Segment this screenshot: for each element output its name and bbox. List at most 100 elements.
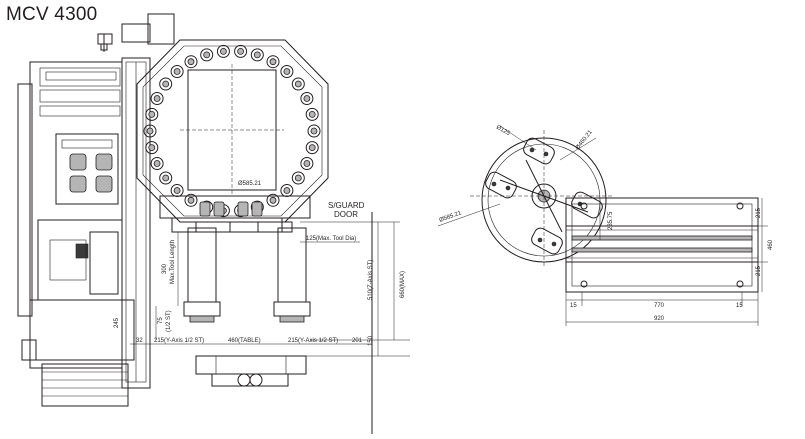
z-stroke-label: 510(Z-Axis ST) bbox=[368, 260, 374, 300]
tool-pocket-core bbox=[308, 144, 316, 152]
tool-pocket bbox=[305, 107, 319, 121]
tool-pocket bbox=[234, 44, 248, 58]
page-title: MCV 4300 bbox=[6, 4, 98, 25]
tool-pocket bbox=[143, 124, 157, 138]
tool-pocket-core bbox=[146, 127, 154, 135]
pocket-left bbox=[485, 171, 517, 199]
max-tool-length-label: Max.Tool Length bbox=[170, 240, 176, 284]
tool-pocket bbox=[305, 141, 319, 155]
dim-920-label: 920 bbox=[654, 316, 665, 322]
tool-pocket bbox=[291, 171, 305, 185]
tool-pocket-core bbox=[187, 58, 195, 66]
magazine-housing bbox=[136, 39, 329, 223]
tool-pocket-core bbox=[294, 80, 302, 88]
tool-pocket-core bbox=[269, 196, 277, 204]
tool-pocket bbox=[266, 193, 280, 207]
dia-125-label: Ø125 bbox=[495, 125, 511, 138]
pocket-bottom bbox=[531, 227, 563, 255]
tool-pocket bbox=[200, 48, 214, 62]
table-215-bottom-label: 215 bbox=[756, 265, 762, 276]
table-215-top-label: 215 bbox=[756, 207, 762, 218]
tool-pocket bbox=[300, 157, 314, 170]
tool-pocket-core bbox=[253, 51, 261, 59]
tool-pockets bbox=[143, 44, 321, 218]
tool-pocket bbox=[170, 65, 184, 78]
tool-pocket-core bbox=[283, 187, 291, 194]
dim-150-label: 150 bbox=[368, 335, 374, 346]
work-table bbox=[195, 355, 307, 387]
tool-pocket bbox=[184, 193, 198, 207]
tool-pocket-core bbox=[153, 95, 161, 102]
coolant-tank bbox=[89, 231, 119, 295]
dim-201-label: 201 bbox=[352, 338, 363, 344]
motor-bracket bbox=[121, 23, 151, 43]
z-half-value: 75 bbox=[158, 317, 164, 324]
dia-585-label: Ø585.21 bbox=[439, 210, 463, 224]
tool-pocket bbox=[145, 107, 159, 121]
dim-32-label: 32 bbox=[136, 338, 143, 344]
tool-pocket-core bbox=[303, 95, 311, 102]
tool-pocket bbox=[150, 92, 164, 105]
dia-460-label: Ø460.21 bbox=[575, 129, 594, 151]
tool-pocket-core bbox=[283, 68, 291, 75]
tool-pocket-core bbox=[269, 58, 277, 66]
max-tool-dia-label: 125(Max. Tool Dia) bbox=[306, 236, 356, 242]
machine-front-view bbox=[17, 13, 175, 407]
chip-conveyor bbox=[41, 363, 129, 407]
tool-circle-label: Ø585.21 bbox=[238, 181, 262, 187]
dim-15-left-label: 15 bbox=[570, 303, 577, 309]
tool-pocket-core bbox=[148, 111, 156, 118]
table-plan bbox=[565, 197, 759, 293]
tool-left bbox=[183, 227, 221, 323]
tool-pocket-core bbox=[237, 48, 245, 55]
dim-235-label: 235.75 bbox=[608, 211, 614, 230]
tool-pocket bbox=[291, 77, 305, 91]
tool-pocket bbox=[159, 77, 173, 91]
z-max-label: 660(MAX) bbox=[400, 271, 406, 298]
tool-pocket-core bbox=[303, 160, 311, 167]
tool-pocket bbox=[145, 141, 159, 155]
tool-pocket bbox=[150, 157, 164, 170]
tool-pocket-core bbox=[294, 174, 302, 182]
machine-column bbox=[29, 61, 123, 369]
tool-pocket bbox=[300, 92, 314, 105]
tool-pocket-core bbox=[162, 174, 170, 182]
tool-pocket-core bbox=[162, 80, 170, 88]
guard-label-1: S/GUARD bbox=[328, 201, 365, 210]
spindle-motor bbox=[147, 13, 175, 45]
pocket-top bbox=[523, 137, 555, 165]
z-half-caption: (1/2 ST) bbox=[166, 310, 172, 332]
tool-pocket-core bbox=[187, 196, 195, 204]
dim-245-label: 245 bbox=[114, 317, 120, 328]
spindle-head bbox=[159, 195, 311, 233]
dim-15-right-label: 15 bbox=[736, 303, 743, 309]
tool-pocket-core bbox=[173, 68, 181, 75]
tool-pocket-core bbox=[308, 111, 316, 118]
tool-pocket bbox=[159, 171, 173, 185]
tool-pocket-core bbox=[153, 160, 161, 167]
max-tool-length-value: 300 bbox=[162, 263, 168, 274]
tool-pocket-core bbox=[173, 187, 181, 194]
tool-pocket bbox=[307, 124, 321, 138]
tool-pocket-core bbox=[219, 48, 227, 55]
tool-pocket-core bbox=[310, 127, 318, 135]
tool-pocket bbox=[280, 65, 294, 78]
tool-pocket-core bbox=[203, 51, 211, 59]
y-half-left-label: 215(Y-Axis 1/2 ST) bbox=[154, 338, 204, 344]
tool-pocket bbox=[266, 55, 280, 69]
table-460-label: 460 bbox=[768, 239, 774, 250]
guard-label-2: DOOR bbox=[334, 210, 358, 219]
tool-pocket bbox=[250, 48, 264, 62]
table-width-label: 460(TABLE) bbox=[228, 338, 261, 344]
tool-pocket-core bbox=[148, 144, 156, 152]
tool-pocket bbox=[184, 55, 198, 69]
front-dimensions: 125(Max. Tool Dia) 300 Max.Tool Length 5… bbox=[114, 201, 410, 434]
dim-770-label: 770 bbox=[654, 303, 665, 309]
tool-pocket bbox=[216, 44, 230, 58]
control-panel bbox=[55, 133, 119, 205]
plan-view: Ø125 Ø460.21 Ø585.21 235.75 215 460 215 … bbox=[437, 125, 774, 326]
tool-magazine: Ø585.21 bbox=[136, 39, 329, 223]
tool-right bbox=[273, 227, 311, 323]
y-half-right-label: 215(Y-Axis 1/2 ST) bbox=[288, 338, 338, 344]
